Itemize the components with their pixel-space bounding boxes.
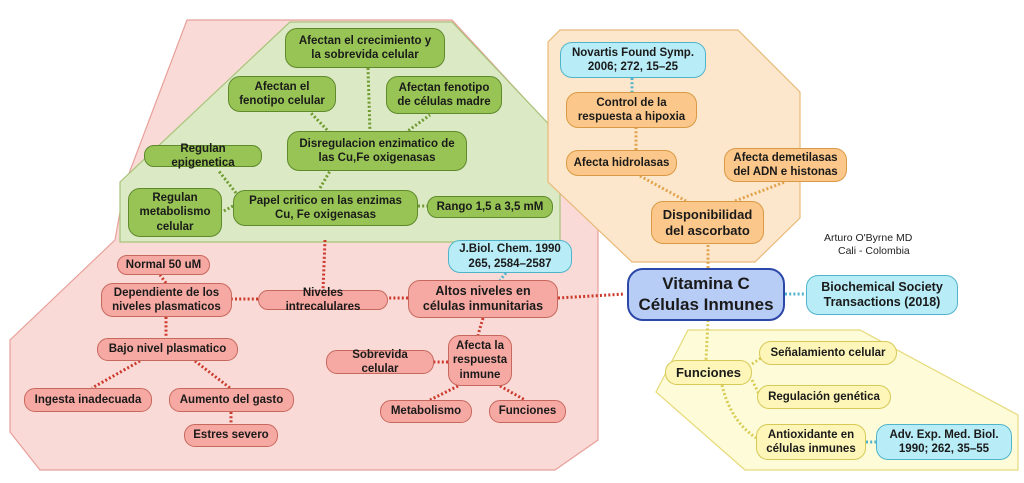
author-place: Cali - Colombia bbox=[838, 245, 910, 258]
node-hidrolasas[interactable]: Afecta hidrolasas bbox=[566, 150, 677, 176]
orange-links bbox=[634, 128, 786, 268]
author-name: Arturo O'Byrne MD bbox=[824, 232, 913, 244]
node-sobrevida[interactable]: Sobrevida celular bbox=[326, 349, 434, 375]
node-normal[interactable]: Normal 50 uM bbox=[117, 255, 210, 275]
node-rango[interactable]: Rango 1,5 a 3,5 mM bbox=[427, 196, 553, 218]
node-regulan-epigenetica[interactable]: Regulan epigenetica bbox=[144, 143, 262, 169]
node-bajo-nivel[interactable]: Bajo nivel plasmatico bbox=[97, 338, 238, 361]
node-estres[interactable]: Estres severo bbox=[184, 424, 278, 447]
cyan-links bbox=[498, 78, 876, 444]
node-funciones-red[interactable]: Funciones bbox=[489, 400, 566, 423]
yellow-links bbox=[704, 319, 765, 440]
author-credit: Arturo O'Byrne MD Cali - Colombia bbox=[824, 232, 912, 258]
node-senalamiento[interactable]: Señalamiento celular bbox=[759, 341, 897, 365]
node-metabolismo[interactable]: Metabolismo bbox=[380, 400, 472, 423]
red-links bbox=[91, 239, 626, 424]
node-regulacion-genetica[interactable]: Regulación genética bbox=[757, 385, 891, 409]
ref-adv-exp-med[interactable]: Adv. Exp. Med. Biol.1990; 262, 35–55 bbox=[876, 424, 1012, 460]
green-links bbox=[216, 67, 431, 214]
node-niveles-intracelulares[interactable]: Niveles intrecalulares bbox=[258, 287, 388, 313]
node-aumento-gasto[interactable]: Aumento del gasto bbox=[169, 388, 294, 412]
ref-novartis[interactable]: Novartis Found Symp.2006; 272, 15–25 bbox=[560, 42, 706, 78]
node-ingesta[interactable]: Ingesta inadecuada bbox=[24, 388, 152, 412]
node-funciones[interactable]: Funciones bbox=[665, 360, 752, 385]
